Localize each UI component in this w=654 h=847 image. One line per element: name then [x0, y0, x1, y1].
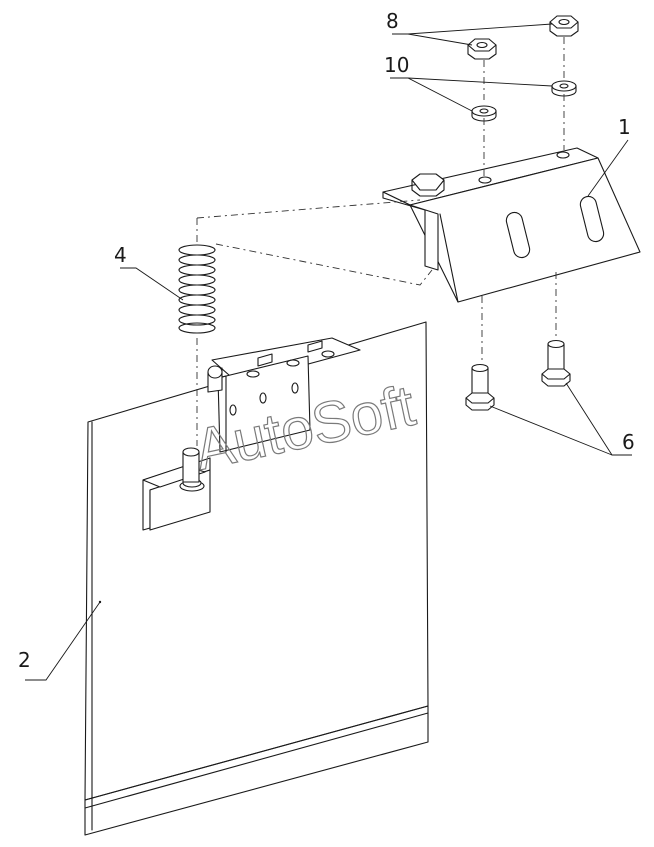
assembly-axis-lines	[196, 37, 565, 446]
part-6-bolts	[465, 339, 571, 411]
callout-2: 2	[18, 648, 31, 672]
part-8-nuts	[467, 15, 579, 60]
part-2-flap-plate	[84, 321, 429, 836]
callout-10: 10	[384, 53, 409, 77]
lower-pin-bracket	[142, 447, 211, 531]
part-4-spring	[178, 244, 216, 334]
callout-6: 6	[622, 430, 635, 454]
part-1-angle-bracket	[382, 147, 641, 303]
callout-1: 1	[618, 115, 631, 139]
part-10-washers	[471, 80, 577, 122]
leader-lines	[25, 23, 632, 681]
hinge	[207, 337, 361, 453]
callout-4: 4	[114, 243, 127, 267]
callout-8: 8	[386, 9, 399, 33]
